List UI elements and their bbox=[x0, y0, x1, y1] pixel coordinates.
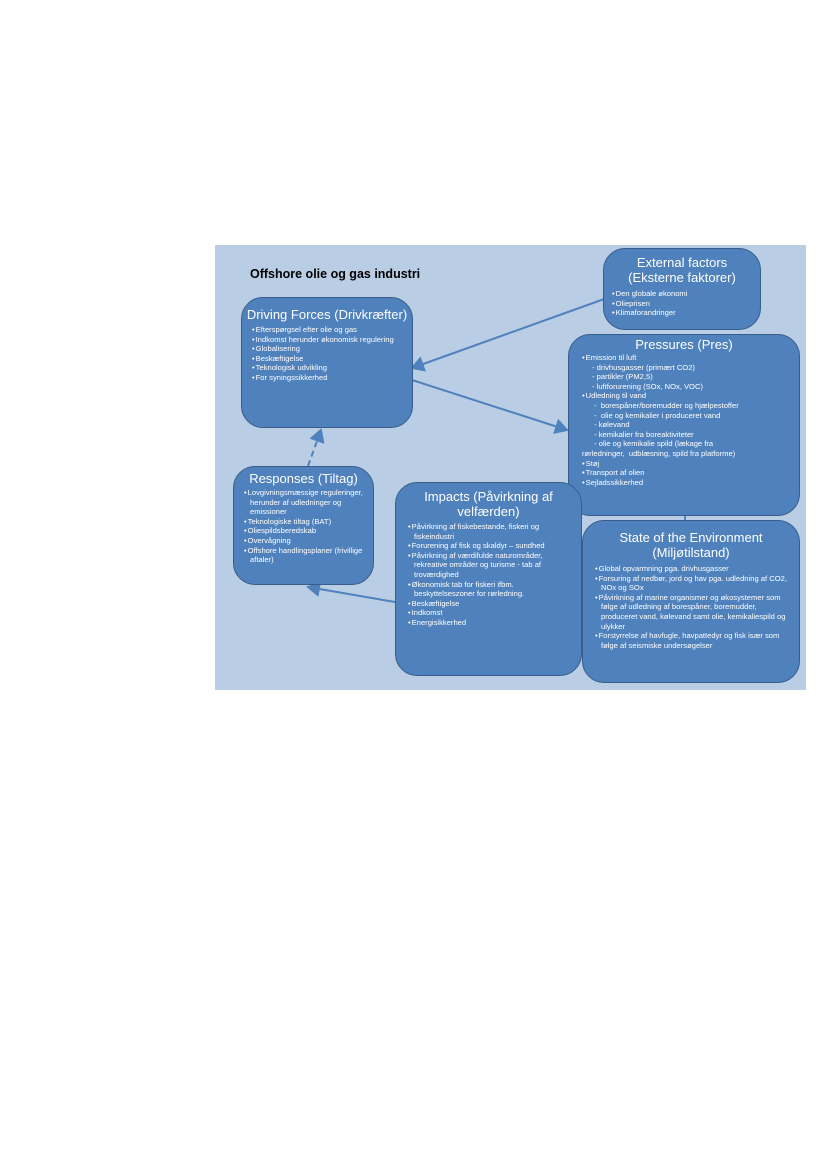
list-item: Påvirkning af marine organismer og økosy… bbox=[595, 593, 794, 631]
pressures-list: Emission til luft - drivhusgasser (primæ… bbox=[582, 353, 795, 487]
list-item: - kemikalier fra boreaktiviteter bbox=[592, 429, 694, 439]
state-of-environment-box: State of the Environment (Miljøtilstand)… bbox=[582, 520, 800, 683]
list-item: - olie og kemikalie spild (lækage fra bbox=[592, 439, 714, 449]
responses-box: Responses (Tiltag) Lovgivningsmæssige re… bbox=[233, 466, 374, 585]
list-item: - olie og kemikalier i produceret vand bbox=[592, 410, 721, 420]
external-factors-heading: External factors (Eksterne faktorer) bbox=[628, 255, 736, 285]
list-item: Påvirkning af fiskebestande, fiskeri og … bbox=[408, 522, 575, 541]
list-item: Offshore handlingsplaner (frivillige aft… bbox=[244, 546, 368, 565]
list-item: Oliespildsberedskab bbox=[244, 526, 368, 536]
impacts-heading: Impacts (Påvirkning af velfærden) bbox=[424, 489, 553, 519]
list-item: Udledning til vand bbox=[582, 391, 795, 401]
list-item: - kølevand bbox=[592, 420, 630, 430]
list-item: Efterspørgsel efter olie og gas bbox=[252, 325, 406, 335]
dpsir-diagram: Offshore olie og gas industri External f… bbox=[215, 245, 806, 690]
pressures-heading: Pressures (Pres) bbox=[635, 337, 733, 352]
state-of-environment-heading: State of the Environment (Miljøtilstand) bbox=[619, 530, 763, 560]
list-item: Støj bbox=[582, 459, 795, 469]
list-item: Beskæftigelse bbox=[408, 599, 575, 609]
pressures-box: Pressures (Pres) Emission til luft - dri… bbox=[568, 334, 800, 516]
arrow-responses-to-driving bbox=[307, 428, 325, 467]
list-item: Forsuring af nedbør, jord og hav pga. ud… bbox=[595, 574, 794, 593]
list-item: For syningssikkerhed bbox=[252, 373, 406, 383]
list-item: - luftforurening (SOx, NOx, VOC) bbox=[592, 381, 703, 391]
driving-forces-box: Driving Forces (Drivkræfter) Efterspørgs… bbox=[241, 297, 413, 428]
list-item: Teknologiske tiltag (BAT) bbox=[244, 517, 368, 527]
list-item: - partikler (PM2,5) bbox=[592, 372, 653, 382]
list-item: Beskæftigelse bbox=[252, 354, 406, 364]
list-item: Globalisering bbox=[252, 344, 406, 354]
list-item: rørledninger, udblæsning, spild fra plat… bbox=[582, 448, 736, 458]
list-item: Økonomisk tab for fiskeri ifbm. beskytte… bbox=[408, 580, 575, 599]
list-item: Forurening af fisk og skaldyr – sundhed bbox=[408, 541, 575, 551]
list-item: Påvirkning af værdifulde naturområder, r… bbox=[408, 551, 575, 580]
list-item: - borespåner/boremudder og hjælpestoffer bbox=[592, 400, 739, 410]
list-item: Teknologisk udvikling bbox=[252, 363, 406, 373]
list-item: Lovgivningsmæssige reguleringer, herunde… bbox=[244, 488, 368, 517]
list-item: Klimaforandringer bbox=[612, 308, 756, 318]
list-item: Emission til luft bbox=[582, 353, 795, 363]
list-item: Forstyrrelse af havfugle, havpattedyr og… bbox=[595, 631, 794, 650]
driving-forces-list: Efterspørgsel efter olie og gas Indkomst… bbox=[252, 325, 406, 383]
impacts-list: Påvirkning af fiskebestande, fiskeri og … bbox=[408, 522, 575, 628]
list-item: - drivhusgasser (primært CO2) bbox=[592, 362, 695, 372]
arrows-layer bbox=[306, 297, 686, 603]
diagram-title: Offshore olie og gas industri bbox=[250, 267, 421, 281]
list-item: Sejladssikkerhed bbox=[582, 478, 795, 488]
responses-heading: Responses (Tiltag) bbox=[249, 471, 358, 486]
arrow-external-to-driving bbox=[410, 297, 608, 372]
external-factors-box: External factors (Eksterne faktorer) Den… bbox=[603, 248, 761, 330]
responses-list: Lovgivningsmæssige reguleringer, herunde… bbox=[244, 488, 368, 565]
list-item: Olieprisen bbox=[612, 299, 756, 309]
list-item: Overvågning bbox=[244, 536, 368, 546]
list-item: Global opvarmning pga. drivhusgasser bbox=[595, 564, 794, 574]
arrow-driving-to-pressures bbox=[411, 379, 569, 434]
list-item: Den globale økonomi bbox=[612, 289, 756, 299]
impacts-box: Impacts (Påvirkning af velfærden) Påvirk… bbox=[395, 482, 582, 676]
driving-forces-heading: Driving Forces (Drivkræfter) bbox=[246, 307, 408, 322]
list-item: Energisikkerhed bbox=[408, 618, 575, 628]
list-item: Transport af olien bbox=[582, 468, 795, 478]
list-item: Indkomst herunder økonomisk regulering bbox=[252, 335, 406, 345]
list-item: Indkomst bbox=[408, 608, 575, 618]
arrow-impacts-to-responses bbox=[306, 581, 396, 603]
state-of-environment-list: Global opvarmning pga. drivhusgasser For… bbox=[595, 564, 794, 650]
external-factors-list: Den globale økonomi Olieprisen Klimafora… bbox=[612, 289, 756, 318]
